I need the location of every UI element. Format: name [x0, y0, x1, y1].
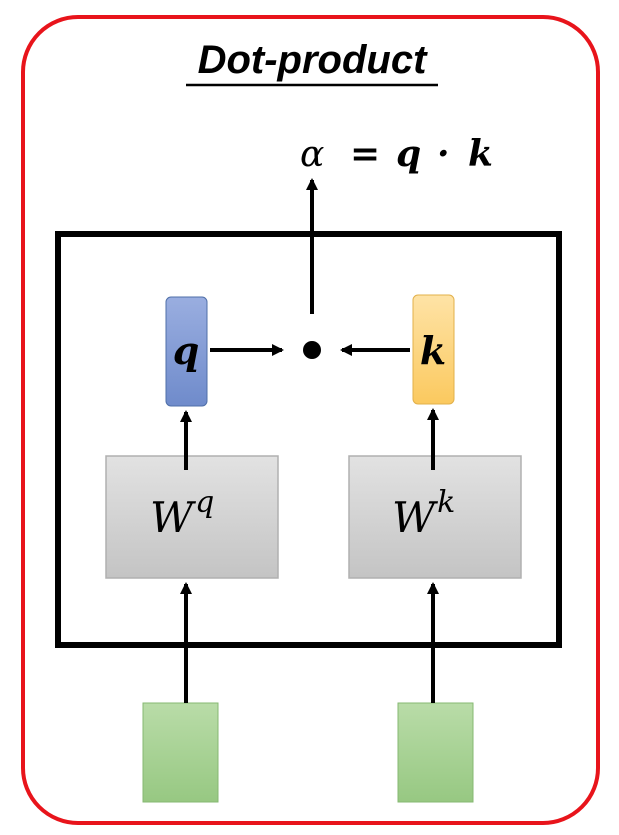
wk-weight-box [348, 455, 522, 579]
formula-equals: = [350, 133, 380, 175]
input-right-box [397, 702, 474, 803]
k-vector-label: k [420, 328, 446, 373]
k-vector-box [412, 294, 455, 405]
dot-product-node [303, 341, 321, 359]
wq-weight-box [105, 455, 279, 579]
wq-weight-label: Wq [150, 485, 214, 542]
formula-dot: · [437, 133, 450, 175]
formula-k: k [468, 133, 493, 175]
wk-weight-label: Wk [392, 485, 455, 542]
wk-base: W [392, 493, 439, 542]
wq-base: W [150, 493, 197, 542]
q-vector-box [165, 296, 208, 407]
outer-frame [21, 15, 600, 825]
formula-q: q [396, 133, 421, 175]
attention-module-box [55, 231, 562, 648]
formula-alpha: α [300, 134, 324, 175]
wq-superscript: q [195, 485, 214, 520]
diagram-title: Dot-product [198, 38, 429, 82]
wk-superscript: k [437, 485, 455, 520]
q-vector-label: q [173, 328, 200, 373]
input-left-box [142, 702, 219, 803]
